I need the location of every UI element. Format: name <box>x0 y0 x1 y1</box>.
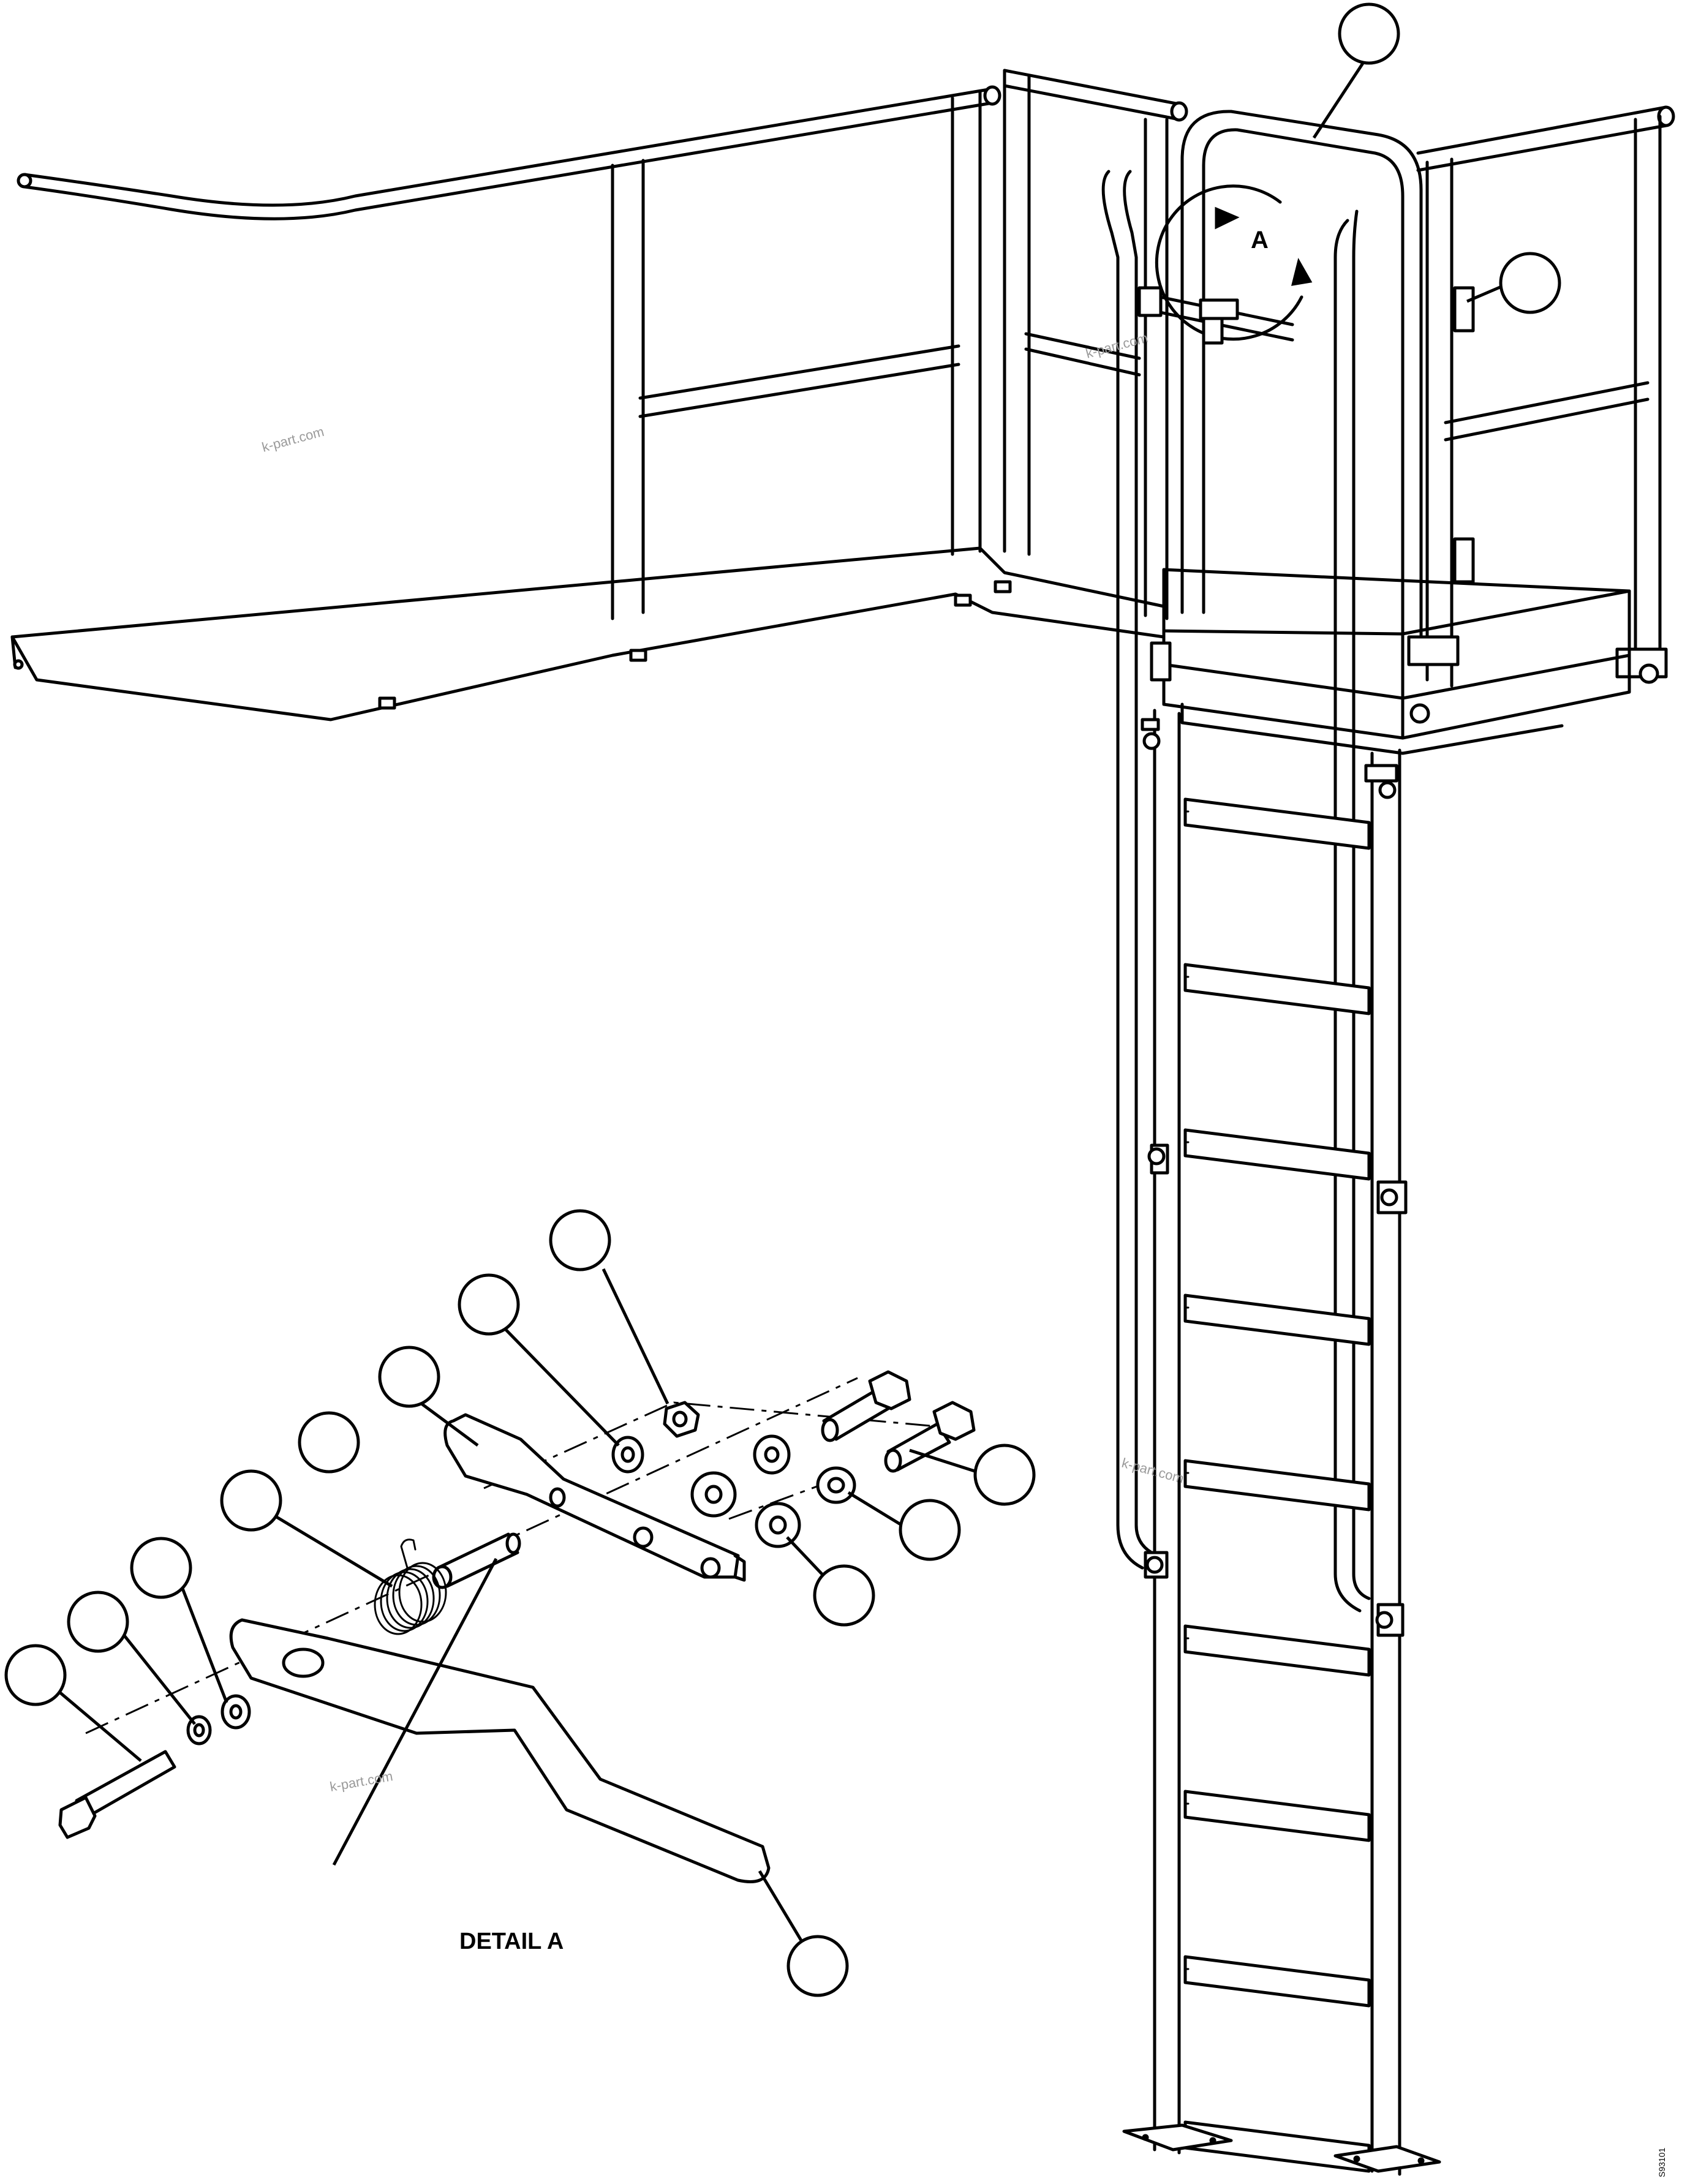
ladder-rung <box>1183 1293 1371 1346</box>
callout-4 <box>458 1273 520 1336</box>
callout-7 <box>220 1469 282 1532</box>
watermark-3: k-part.com <box>1120 1455 1186 1486</box>
detail-caption: DETAIL A <box>459 1929 564 1954</box>
ladder-rungs <box>1183 797 1371 2173</box>
ladder-rung <box>1183 797 1371 850</box>
platform-handrail-right <box>1407 105 1675 724</box>
detail-a-marker: A <box>1137 184 1313 345</box>
drawing-id: S93101 <box>1657 2148 1667 2177</box>
callout-5 <box>378 1346 440 1408</box>
torsion-spring <box>374 1538 447 1635</box>
platform-deck <box>1150 568 1631 755</box>
callout-6 <box>298 1411 360 1474</box>
watermark-4: k-part.com <box>329 1768 394 1794</box>
ladder-rung <box>1183 1128 1371 1181</box>
side-gate-rails <box>1003 69 1188 620</box>
detail-a-exploded-view: DETAIL A <box>58 1370 976 1954</box>
vertical-ladder <box>1101 170 1401 2176</box>
latch-arm <box>229 1618 771 1883</box>
callout-14 <box>786 1935 849 1997</box>
callouts <box>4 2 1561 1997</box>
watermark-1: k-part.com <box>260 424 326 455</box>
ladder-rung <box>1183 1459 1371 1512</box>
callout-9 <box>67 1591 129 1653</box>
ladder-brackets <box>1141 718 1408 1637</box>
callout-2 <box>1499 252 1561 314</box>
ladder-rung <box>1183 963 1371 1015</box>
ladder-rung <box>1183 1790 1371 1842</box>
callout-3 <box>549 1209 611 1271</box>
detail-view-label: A <box>1251 227 1269 254</box>
ladder-base-plates <box>1122 2123 1441 2173</box>
ladder-rung <box>1183 1955 1371 2008</box>
ladder-rung <box>1183 2120 1371 2173</box>
callout-13 <box>813 1564 875 1627</box>
platform-handrail-left <box>10 85 1166 721</box>
callout-11 <box>973 1444 1036 1506</box>
callout-12 <box>899 1499 961 1561</box>
ladder-safety-hoop <box>1180 110 1423 663</box>
callout-8 <box>130 1537 192 1599</box>
callout-10 <box>4 1644 67 1706</box>
ladder-rung <box>1183 1624 1371 1677</box>
callout-1 <box>1338 2 1400 65</box>
